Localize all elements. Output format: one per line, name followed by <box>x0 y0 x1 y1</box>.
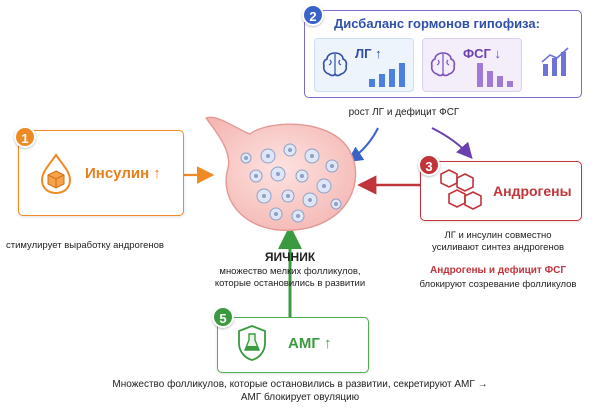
insulin-caption: стимулирует выработку андрогенов <box>6 240 164 251</box>
fsg-label: ФСГ ↓ <box>463 46 501 61</box>
ovary-title: ЯИЧНИК <box>264 250 316 264</box>
hormones-to-androgens-arrow <box>431 127 473 160</box>
brain-icon <box>430 52 456 77</box>
androgens-label: Андрогены <box>493 183 572 199</box>
ovary-caption-line1: множество мелких фолликулов, <box>219 266 361 277</box>
falling-bars-icon <box>477 63 513 87</box>
brain-icon <box>322 52 348 77</box>
insulin-cube-drop-icon <box>40 153 72 195</box>
step-1-badge: 1 <box>14 126 36 148</box>
chart-line-icon <box>541 47 569 76</box>
shield-flask-icon <box>238 325 266 361</box>
amg-label: АМГ ↑ <box>288 335 332 352</box>
insulin-box: Инсулин ↑ <box>18 130 184 216</box>
androgens-caption-line1: ЛГ и инсулин совместно <box>444 230 552 241</box>
lg-label: ЛГ ↑ <box>355 46 382 61</box>
androgens-caption-line2: усиливают синтез андрогенов <box>431 242 565 253</box>
ovary-caption-line2: которые остановились в развитии <box>214 278 366 289</box>
hormones-caption: рост ЛГ и дефицит ФСГ <box>348 107 460 118</box>
ovary-illustration <box>204 116 357 232</box>
amg-box: АМГ ↑ <box>217 317 369 373</box>
hexagon-molecule-icon <box>440 169 482 210</box>
hormones-title: Дисбаланс гормонов гипофиза: <box>334 16 540 31</box>
amg-caption-line1: Множество фолликулов, которые остановили… <box>112 379 488 390</box>
rising-bars-icon <box>369 63 405 87</box>
insulin-label: Инсулин ↑ <box>85 165 161 182</box>
androgens-caption-line3: блокируют созревание фолликулов <box>419 279 577 290</box>
step-2-badge: 2 <box>302 4 324 26</box>
step-5-badge: 5 <box>212 306 234 328</box>
androgens-highlight: Андрогены и дефицит ФСГ <box>429 265 567 276</box>
androgens-box: Андрогены <box>420 161 582 221</box>
lg-panel: ЛГ ↑ <box>314 38 414 92</box>
step-3-badge: 3 <box>418 154 440 176</box>
amg-caption-line2: АМГ блокирует овуляцию <box>240 392 360 403</box>
fsg-panel: ФСГ ↓ <box>422 38 522 92</box>
